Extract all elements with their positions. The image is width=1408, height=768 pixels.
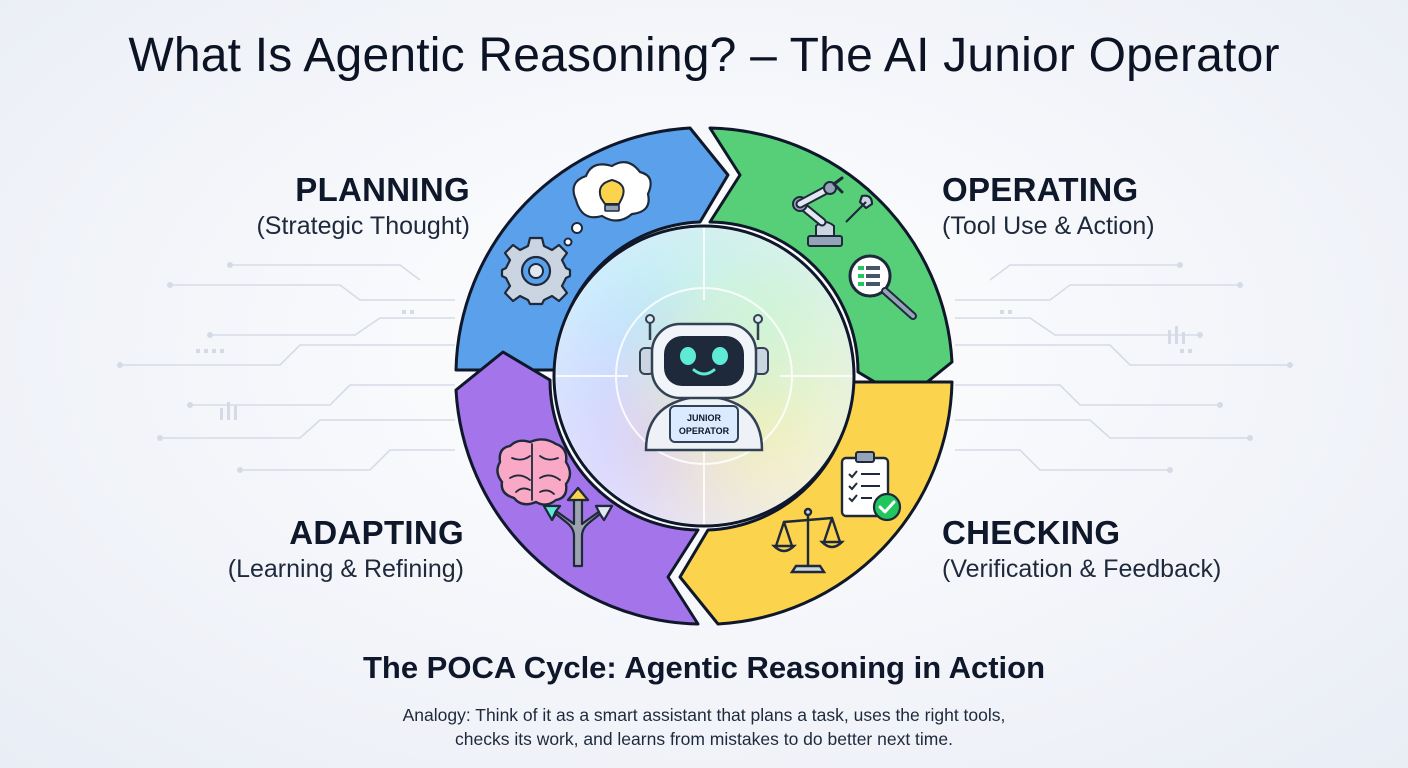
magnifier-checklist-icon <box>848 254 917 320</box>
robot-badge-line1: JUNIOR <box>687 413 722 423</box>
circuit-lines-right <box>955 264 1290 471</box>
clipboard-checklist-icon <box>840 451 902 522</box>
phase-operating-subtitle: (Tool Use & Action) <box>942 212 1155 240</box>
phase-checking: CHECKING (Verification & Feedback) <box>942 513 1362 585</box>
circuit-dots-right <box>1000 262 1293 473</box>
brain-icon <box>496 438 572 506</box>
phase-checking-subtitle: (Verification & Feedback) <box>942 555 1222 583</box>
phase-checking-name: CHECKING <box>942 514 1121 551</box>
robot-mascot: JUNIOR OPERATOR <box>639 314 769 452</box>
circuit-lines-left <box>120 264 455 471</box>
analogy-line-1: Analogy: Think of it as a smart assistan… <box>402 705 1006 725</box>
phase-planning-subtitle: (Strategic Thought) <box>256 212 470 240</box>
circuit-dots-left <box>117 262 414 473</box>
phase-operating: OPERATING (Tool Use & Action) <box>942 170 1362 242</box>
phase-adapting-name: ADAPTING <box>289 514 464 551</box>
page-title: What Is Agentic Reasoning? – The AI Juni… <box>128 29 1280 82</box>
phase-adapting-subtitle: (Learning & Refining) <box>227 555 464 583</box>
lightbulb-thought-icon <box>563 161 652 247</box>
scales-icon <box>771 507 845 574</box>
ring-segment-operating <box>708 126 954 402</box>
gear-icon <box>500 236 572 306</box>
phase-operating-name: OPERATING <box>942 171 1139 208</box>
phase-planning-name: PLANNING <box>295 171 470 208</box>
analogy-line-2: checks its work, and learns from mistake… <box>455 729 953 749</box>
phase-adapting: ADAPTING (Learning & Refining) <box>44 513 464 585</box>
cycle-title: The POCA Cycle: Agentic Reasoning in Act… <box>362 650 1046 685</box>
analogy-text: Analogy: Think of it as a smart assistan… <box>354 703 1054 751</box>
phase-planning: PLANNING (Strategic Thought) <box>50 170 470 242</box>
robot-badge-line2: OPERATOR <box>679 426 730 436</box>
robotic-arm-icon <box>792 176 874 247</box>
branching-arrows-icon <box>542 486 614 568</box>
